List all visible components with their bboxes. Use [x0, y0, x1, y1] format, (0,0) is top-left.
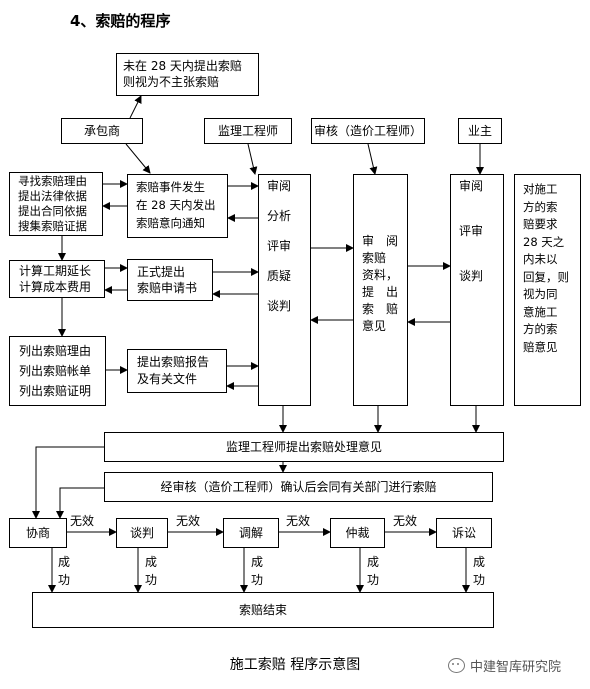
arbitrate-box: 仲裁 — [330, 518, 385, 548]
owner-review-box: 审阅 评审 谈判 — [450, 174, 504, 406]
owner-note-box: 对施工 方的索 赔要求 28 天之 内未以 回复，则 视为同 意施工 方的索 赔… — [514, 174, 581, 406]
success-label: 成 功 — [58, 555, 71, 587]
not-within-28-days-box: 未在 28 天内提出索赔 则视为不主张索赔 — [116, 53, 259, 96]
litigate-box: 诉讼 — [436, 518, 492, 548]
invalid-label: 无效 — [393, 514, 418, 528]
contractor-box: 承包商 — [61, 118, 143, 144]
audit-review-box: 审 阅 索赔 资料， 提 出 索 赔 意见 — [353, 174, 408, 406]
mediate-box: 调解 — [223, 518, 279, 548]
negotiate-box: 协商 — [9, 518, 67, 548]
success-label: 成 功 — [473, 555, 486, 587]
success-label: 成 功 — [251, 555, 264, 587]
confirm-box: 经审核（造价工程师）确认后会同有关部门进行索赔 — [104, 472, 493, 502]
find-basis-box: 寻找索赔理由 提出法律依据 提出合同依据 搜集索赔证据 — [9, 172, 103, 236]
invalid-label: 无效 — [286, 514, 311, 528]
watermark: 中建智库研究院 — [448, 656, 561, 675]
event-notice-box: 索赔事件发生 在 28 天内发出 索赔意向通知 — [127, 174, 228, 238]
owner-box: 业主 — [458, 118, 502, 144]
success-label: 成 功 — [145, 555, 158, 587]
watermark-text: 中建智库研究院 — [470, 660, 562, 675]
auditor-box: 审核（造价工程师） — [311, 118, 425, 144]
section-heading: 4、索赔的程序 — [70, 12, 171, 30]
submit-report-box: 提出索赔报告 及有关文件 — [127, 349, 227, 393]
talk-box: 谈判 — [116, 518, 168, 548]
invalid-label: 无效 — [70, 514, 95, 528]
invalid-label: 无效 — [176, 514, 201, 528]
supervisor-engineer-box: 监理工程师 — [204, 118, 292, 144]
claim-end-box: 索赔结束 — [32, 592, 494, 628]
wechat-icon — [448, 658, 465, 673]
supervisor-opinion-box: 监理工程师提出索赔处理意见 — [104, 432, 504, 462]
success-label: 成 功 — [367, 555, 380, 587]
calc-cost-box: 计算工期延长 计算成本费用 — [9, 260, 105, 298]
list-items-box: 列出索赔理由 列出索赔帐单 列出索赔证明 — [9, 336, 106, 406]
formal-request-box: 正式提出 索赔申请书 — [127, 259, 213, 301]
diagram-caption: 施工索赔 程序示意图 — [229, 657, 361, 673]
supervisor-review-box: 审阅 分析 评审 质疑 谈判 — [258, 174, 311, 406]
